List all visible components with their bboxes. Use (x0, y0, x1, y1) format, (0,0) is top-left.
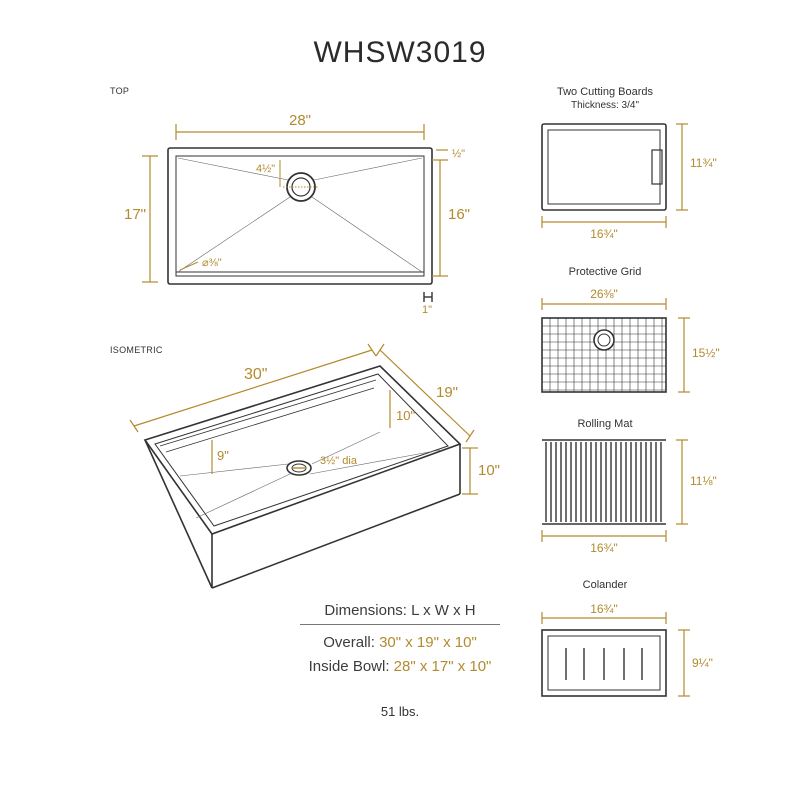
cutting-board-height: 11¾" (690, 156, 717, 170)
iso-drain-label: 3½" dia (320, 455, 357, 467)
top-drain-offset-label: 4½" (256, 163, 276, 175)
iso-height-label: 10" (478, 462, 501, 479)
sink-outer-rim (167, 147, 433, 285)
top-depth-label: 17" (124, 206, 147, 223)
top-inner-depth-label: 16" (448, 206, 471, 223)
dimensions-divider (300, 624, 500, 625)
top-width-label: 28" (288, 112, 311, 129)
dimensions-heading: Dimensions: L x W x H (324, 602, 476, 619)
top-ledge-label: ½" (452, 148, 466, 160)
cutting-boards-subtitle: Thickness: 3/4" (570, 100, 640, 111)
top-radius-label: ⌀⅜" (202, 257, 222, 269)
mat-width: 16¾" (590, 541, 618, 555)
weight-label: 51 lbs. (380, 704, 420, 719)
colander-width: 16¾" (590, 602, 618, 616)
iso-front-depth-label: 9" (217, 448, 229, 463)
inside-label: Inside Bowl: (308, 658, 390, 675)
overall-value: 30" x 19" x 10" (379, 634, 477, 651)
iso-length-label: 30" (244, 366, 268, 383)
mat-title: Rolling Mat (577, 418, 633, 430)
top-view-label: TOP (110, 86, 130, 96)
grid-title: Protective Grid (568, 266, 642, 278)
overall-label: Overall: (323, 634, 375, 651)
iso-back-ledge (159, 379, 377, 447)
inside-value: 28" x 17" x 10" (393, 658, 492, 675)
iso-width-label: 19" (436, 384, 459, 401)
isometric-view-label: ISOMETRIC (110, 345, 163, 355)
iso-drain (286, 460, 312, 476)
iso-front-left-edge (144, 439, 213, 589)
mat-height: 11⅛" (690, 474, 717, 488)
iso-back-depth-label: 10" (396, 408, 416, 423)
inside-row: Inside Bowl: 28" x 17" x 10" (290, 658, 510, 675)
cutting-board-width: 16¾" (590, 227, 618, 241)
iso-inner-rim (154, 373, 449, 527)
sink-inner-bowl (175, 155, 425, 277)
grid-width: 26⅜" (590, 287, 618, 301)
colander-title: Colander (582, 579, 628, 591)
colander-height: 9¼" (692, 656, 713, 670)
overall-row: Overall: 30" x 19" x 10" (300, 634, 500, 651)
cutting-boards-title: Two Cutting Boards (557, 86, 653, 98)
product-title: WHSW3019 (313, 36, 487, 69)
top-rail-label: 1" (422, 304, 433, 316)
grid-height: 15½" (692, 346, 720, 360)
